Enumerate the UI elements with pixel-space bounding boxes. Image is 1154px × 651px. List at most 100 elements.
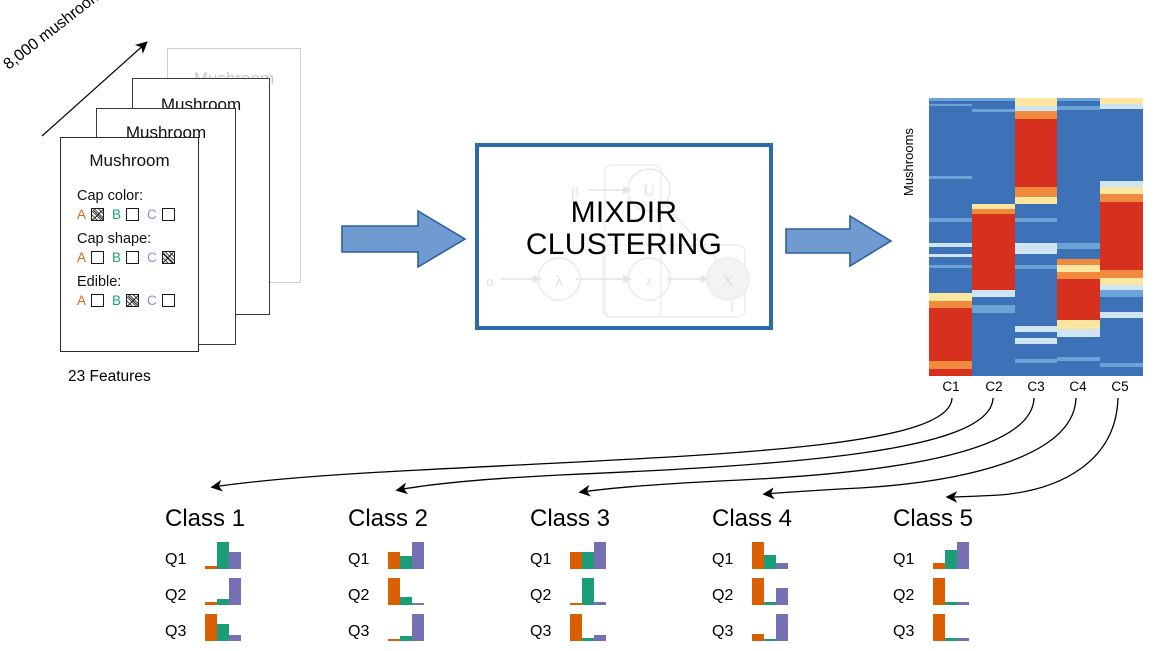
question-row: Q2 [530, 575, 610, 605]
option-letter: B [112, 207, 122, 222]
heatmap-band [1014, 203, 1058, 218]
checkbox-edible-b[interactable] [126, 294, 140, 307]
checkbox-cap-color-c[interactable] [161, 208, 175, 221]
heatmap-band [1057, 110, 1101, 243]
heatmap-column-c3[interactable] [1014, 98, 1058, 376]
option-letter: C [147, 293, 157, 308]
question-bars [205, 613, 241, 641]
heatmap-band [929, 106, 972, 176]
heatmap-band [1014, 337, 1058, 345]
option-cap-color-b[interactable]: B [112, 207, 147, 222]
bar-c [957, 542, 969, 569]
checkbox-cap-color-b[interactable] [126, 208, 140, 221]
bar-a [388, 639, 400, 641]
heatmap-band [1100, 278, 1143, 285]
heatmap-column-c2[interactable] [971, 98, 1015, 376]
heatmap-band [971, 305, 1015, 314]
heatmap-band [929, 292, 972, 301]
heatmap-column-c5[interactable] [1100, 98, 1143, 376]
graphical-model-background: U λ z X β α I [486, 164, 750, 318]
heatmap-band [929, 253, 972, 257]
heatmap-band [1057, 337, 1101, 357]
heatmap-band [1014, 186, 1058, 197]
checkbox-cap-shape-a[interactable] [91, 251, 105, 264]
bar-b [217, 599, 229, 605]
heatmap-band [1057, 320, 1101, 329]
bar-a [752, 578, 764, 605]
question-row: Q3 [712, 611, 792, 641]
question-bars [752, 613, 788, 641]
heatmap-band [1014, 268, 1058, 326]
option-cap-color-c[interactable]: C [147, 207, 182, 222]
heatmap-band [929, 264, 972, 269]
option-cap-shape-b[interactable]: B [112, 250, 147, 265]
heatmap-col-label-c1: C1 [942, 379, 960, 394]
heatmap-band [1100, 363, 1143, 368]
bar-c [229, 578, 241, 605]
question-label: Q1 [712, 551, 734, 568]
option-edible-b[interactable]: B [112, 293, 147, 308]
heatmap-band [1100, 290, 1143, 297]
checkbox-cap-color-a[interactable] [91, 208, 105, 221]
checkbox-edible-a[interactable] [91, 294, 105, 307]
heatmap-column-c4[interactable] [1057, 98, 1101, 376]
mixdir-model-box[interactable]: U λ z X β α I MIXDIR CLUSTERING [475, 143, 773, 330]
question-bars [933, 613, 969, 641]
feature-label-cap-color: Cap color: [77, 188, 144, 204]
bar-a [933, 563, 945, 569]
heatmap-band [929, 104, 972, 107]
heatmap[interactable] [929, 98, 1143, 376]
bar-c [957, 638, 969, 641]
checkbox-cap-shape-b[interactable] [126, 251, 140, 264]
feature-options-cap-shape: A B C [77, 250, 182, 265]
heatmap-band [1057, 360, 1101, 376]
heatmap-band [1014, 363, 1058, 376]
question-label: Q1 [530, 551, 552, 568]
bar-c [776, 614, 788, 641]
question-row: Q3 [348, 611, 428, 641]
option-letter: C [147, 207, 157, 222]
bar-b [400, 636, 412, 641]
option-letter: C [147, 250, 157, 265]
bar-b [582, 552, 594, 569]
heatmap-col-label-c5: C5 [1111, 379, 1129, 394]
question-label: Q3 [712, 623, 734, 640]
heatmap-band [1014, 359, 1058, 364]
heatmap-band [971, 214, 1015, 290]
option-cap-shape-c[interactable]: C [147, 250, 182, 265]
bar-c [957, 602, 969, 605]
card-title-front: Mushroom [89, 151, 170, 170]
question-label: Q1 [165, 551, 187, 568]
checkbox-edible-c[interactable] [161, 294, 175, 307]
option-cap-shape-a[interactable]: A [77, 250, 112, 265]
question-bars [570, 577, 606, 605]
svg-text:α: α [486, 274, 494, 290]
heatmap-band [1014, 106, 1058, 112]
heatmap-band [929, 242, 972, 247]
option-cap-color-a[interactable]: A [77, 207, 112, 222]
heatmap-band [1057, 249, 1101, 259]
heatmap-column-c1[interactable] [929, 98, 972, 376]
bar-b [945, 550, 957, 569]
heatmap-band [1100, 270, 1143, 279]
option-edible-a[interactable]: A [77, 293, 112, 308]
question-label: Q3 [165, 623, 187, 640]
question-bars [752, 541, 788, 569]
heatmap-band [971, 101, 1015, 110]
heatmap-band [1100, 296, 1143, 313]
bar-a [752, 542, 764, 569]
option-edible-c[interactable]: C [147, 293, 182, 308]
bar-a [752, 634, 764, 641]
feature-label-cap-shape: Cap shape: [77, 231, 152, 247]
checkbox-cap-shape-c[interactable] [161, 251, 175, 264]
heatmap-band [1100, 109, 1143, 182]
bar-b [217, 542, 229, 569]
heatmap-grid[interactable] [929, 98, 1143, 376]
question-label: Q3 [348, 623, 370, 640]
bar-b [764, 602, 776, 605]
